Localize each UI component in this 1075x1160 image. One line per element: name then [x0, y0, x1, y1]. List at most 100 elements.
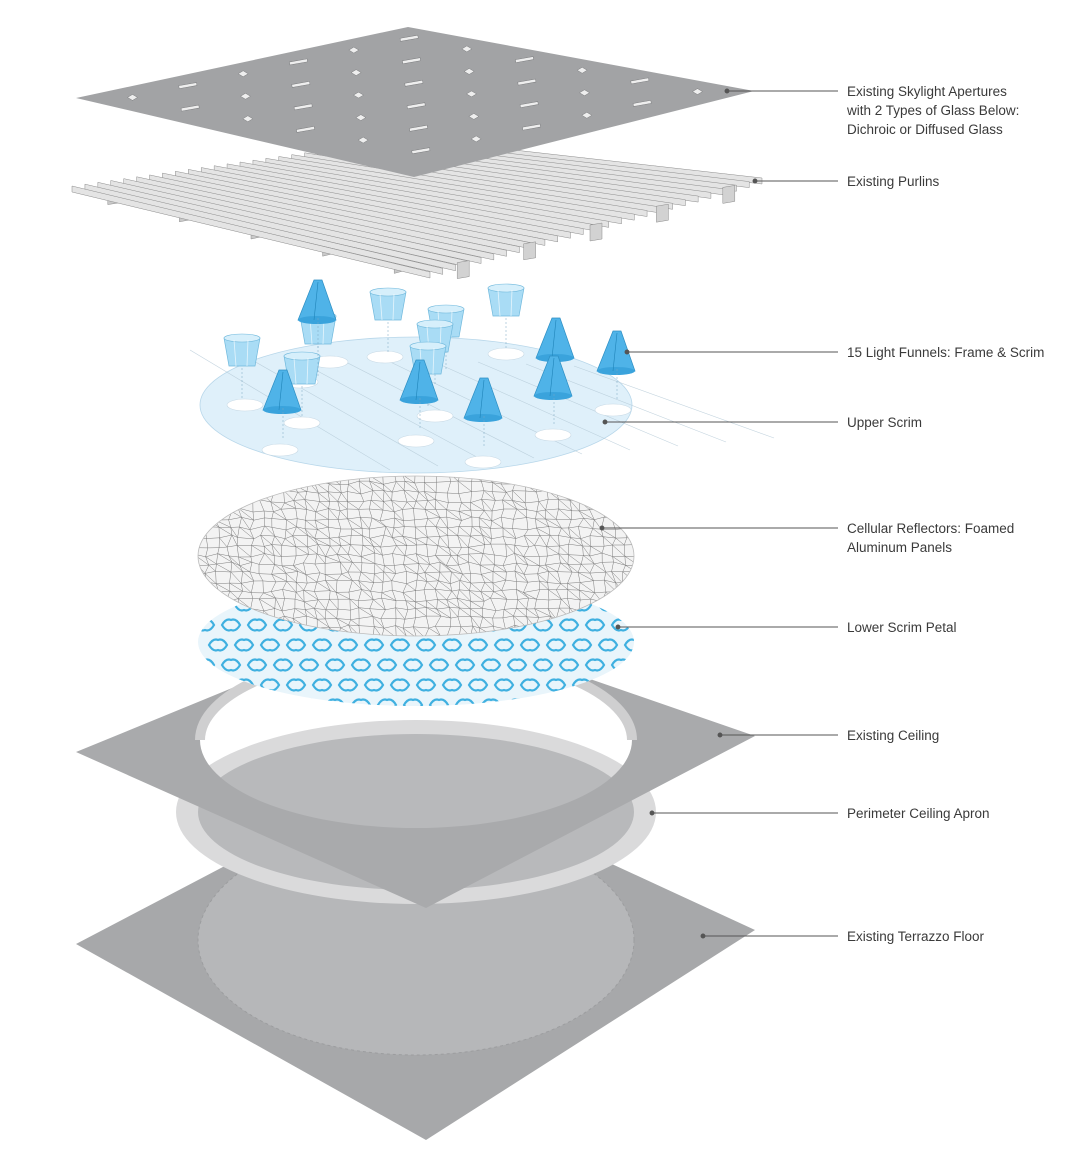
- light-funnel-rib: [278, 371, 284, 411]
- labels: Existing Skylight Apertures with 2 Types…: [846, 84, 1044, 944]
- scrim-petal: [467, 638, 489, 652]
- skylight-aperture: [355, 114, 367, 121]
- scrim-petal: [285, 678, 307, 692]
- scrim-petal: [389, 678, 411, 692]
- skylight-aperture: [291, 81, 311, 88]
- scrim-petal: [298, 698, 320, 706]
- skylight-aperture: [409, 124, 428, 132]
- leader-dot-icon: [599, 525, 605, 531]
- scrim-petal: [545, 678, 567, 692]
- purlin-truss: [722, 185, 736, 204]
- light-funnel: [297, 279, 337, 321]
- scrim-hole: [226, 398, 264, 412]
- light-funnel-base: [400, 396, 438, 404]
- light-funnel-rib: [306, 357, 309, 385]
- leader-dot-icon: [700, 933, 706, 939]
- light-funnel-rib: [392, 293, 395, 321]
- scrim-petal: [198, 658, 216, 672]
- purlin-truss: [456, 260, 470, 279]
- scrim-petal: [272, 658, 294, 672]
- scrim-petal: [493, 638, 515, 652]
- scrim-hole: [397, 434, 435, 448]
- scrim-petal: [532, 698, 554, 706]
- skylight-aperture: [402, 57, 421, 65]
- scrim-petal: [376, 698, 398, 706]
- light-funnel-rib: [233, 339, 237, 367]
- skylight-slab: [76, 27, 754, 177]
- purlin-bar: [71, 185, 431, 279]
- scrim-petal: [220, 658, 242, 672]
- label-terrazzo-floor: Existing Terrazzo Floor: [847, 929, 985, 944]
- scrim-petal: [285, 638, 307, 652]
- skylight-aperture: [517, 78, 537, 86]
- leader-dot-icon: [602, 419, 608, 425]
- scrim-petal: [363, 638, 385, 652]
- scrim-petal: [545, 638, 567, 652]
- leader-dot-icon: [624, 349, 630, 355]
- scrim-petal: [441, 638, 463, 652]
- scrim-petal: [415, 678, 437, 692]
- purlin-truss: [656, 203, 669, 223]
- skylight-aperture: [630, 77, 650, 85]
- scrim-line: [477, 361, 679, 447]
- light-funnel-rim: [369, 287, 407, 297]
- leader-dot-icon: [717, 732, 723, 738]
- leader-dot-icon: [615, 624, 621, 630]
- scrim-hole: [534, 428, 572, 442]
- scrim-petal: [623, 598, 634, 612]
- scrim-hole: [464, 455, 502, 469]
- scrim-petal: [376, 658, 398, 672]
- scrim-petal: [246, 698, 268, 706]
- scrim-petal: [493, 678, 515, 692]
- purlin-bar: [162, 172, 520, 253]
- skylight-aperture: [692, 88, 703, 95]
- scrim-petal: [584, 618, 606, 632]
- light-funnel: [596, 330, 636, 372]
- label-lower-scrim-petal: Lower Scrim Petal: [847, 620, 957, 635]
- skylight-aperture: [357, 136, 369, 144]
- light-funnel-rib: [551, 319, 557, 359]
- scrim-hole: [594, 403, 632, 417]
- light-funnel-rim: [416, 319, 454, 329]
- purlin-bar: [149, 174, 507, 257]
- scrim-petal: [402, 658, 424, 672]
- scrim-petal: [558, 698, 580, 706]
- skylight-aperture: [296, 126, 315, 133]
- light-funnel-base: [534, 392, 572, 400]
- light-funnel-rim: [427, 304, 465, 314]
- light-funnel-rib: [246, 339, 249, 367]
- skylight-aperture: [468, 113, 480, 120]
- skylight-aperture: [579, 89, 590, 97]
- scrim-petal: [558, 618, 580, 632]
- scrim-petal: [402, 698, 424, 706]
- scrim-petal: [584, 698, 606, 706]
- scrim-petal: [519, 678, 541, 692]
- leader-dot-icon: [724, 88, 730, 94]
- skylight-aperture: [127, 94, 138, 101]
- skylight-aperture: [178, 82, 198, 89]
- scrim-petal: [259, 638, 281, 652]
- scrim-petal: [207, 638, 229, 652]
- scrim-line: [285, 353, 487, 463]
- purlin-bar: [97, 181, 456, 272]
- skylight-aperture: [242, 115, 254, 123]
- purlin-bar: [136, 176, 495, 261]
- scrim-petal: [558, 658, 580, 672]
- light-funnels: [223, 279, 636, 448]
- cellular-reflectors: [197, 475, 635, 637]
- light-funnel-rib: [549, 357, 555, 397]
- scrim-petal: [220, 618, 242, 632]
- skylight-aperture: [348, 46, 360, 54]
- scrim-petal: [337, 678, 359, 692]
- purlin-bar: [226, 163, 584, 235]
- skylight-aperture: [461, 45, 473, 53]
- light-funnel-base: [263, 406, 301, 414]
- scrim-hole: [487, 347, 525, 361]
- label-light-funnels: 15 Light Funnels: Frame & Scrim: [847, 345, 1044, 360]
- scrim-petal: [337, 638, 359, 652]
- light-funnel-rib: [510, 289, 513, 317]
- light-funnel-rib: [497, 289, 501, 317]
- purlin-truss: [523, 241, 536, 261]
- skylight-aperture: [470, 135, 482, 143]
- skylight-aperture: [406, 102, 426, 110]
